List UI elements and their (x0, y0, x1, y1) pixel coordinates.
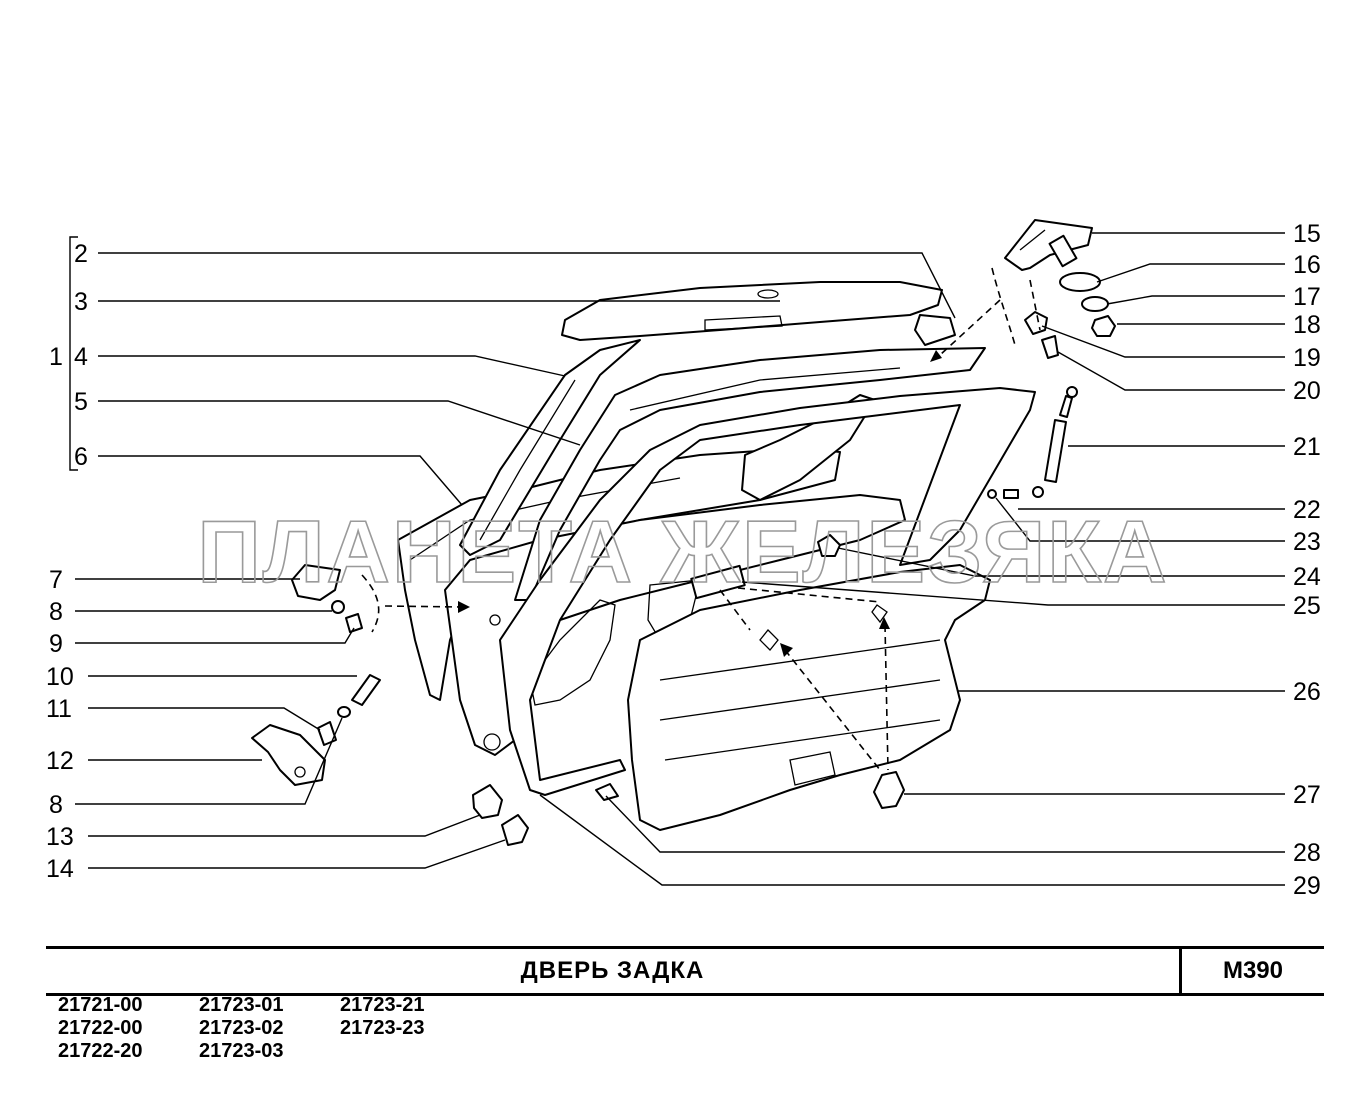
callout-22: 22 (1293, 496, 1321, 524)
callout-15: 15 (1293, 220, 1321, 248)
model-number: 21722-20 (58, 1040, 143, 1062)
callout-10: 10 (46, 663, 74, 691)
callout-17: 17 (1293, 283, 1321, 311)
model-number: 21723-02 (199, 1017, 284, 1039)
frame-left-trim (459, 339, 641, 556)
model-column-3: 21723-21 21723-23 (340, 994, 425, 1040)
callout-8-upper: 8 (49, 598, 63, 626)
spoiler-upper (561, 281, 943, 341)
trim-panel (627, 564, 991, 831)
callout-19: 19 (1293, 344, 1321, 372)
assembly-dashed-lines (361, 267, 1041, 771)
gas-strut (1032, 386, 1078, 498)
callout-25: 25 (1293, 592, 1321, 620)
title-block: ДВЕРЬ ЗАДКА M390 (46, 946, 1324, 996)
callout-2: 2 (74, 240, 88, 268)
hinge-bracket (1004, 219, 1093, 271)
callout-8-lower: 8 (49, 791, 63, 819)
group-bracket (69, 236, 78, 471)
model-number: 21722-00 (58, 1017, 143, 1039)
model-column-1: 21721-00 21722-00 21722-20 (58, 994, 143, 1063)
callout-3: 3 (74, 288, 88, 316)
model-number: 21723-21 (340, 994, 425, 1016)
diagram-code: M390 (1222, 957, 1284, 984)
callout-7: 7 (49, 566, 63, 594)
callout-23: 23 (1293, 528, 1321, 556)
page-title: ДВЕРЬ ЗАДКА (520, 957, 705, 984)
callout-18: 18 (1293, 311, 1321, 339)
callout-28: 28 (1293, 839, 1321, 867)
callout-6: 6 (74, 443, 88, 471)
callout-26: 26 (1293, 678, 1321, 706)
callout-leader-lines (75, 232, 1285, 886)
model-column-2: 21723-01 21723-02 21723-03 (199, 994, 284, 1063)
washers-and-nuts (1024, 272, 1116, 359)
callout-24: 24 (1293, 563, 1321, 591)
model-number: 21721-00 (58, 994, 143, 1016)
callout-20: 20 (1293, 377, 1321, 405)
callout-11: 11 (46, 695, 72, 723)
callout-21: 21 (1293, 433, 1321, 461)
callout-27: 27 (1293, 781, 1321, 809)
callout-29: 29 (1293, 872, 1321, 900)
model-number: 21723-01 (199, 994, 284, 1016)
callout-14: 14 (46, 855, 74, 883)
model-number: 21723-03 (199, 1040, 284, 1062)
callout-16: 16 (1293, 251, 1321, 279)
left-lock-parts (251, 564, 381, 786)
callout-5: 5 (74, 388, 88, 416)
glass-seal (499, 387, 1036, 796)
frame-upper-trim (514, 347, 986, 601)
callout-1: 1 (49, 343, 63, 371)
watermark: ПЛАНЕТА ЖЕЛЕЗЯКА (197, 502, 1168, 601)
callout-4: 4 (74, 343, 88, 371)
callout-12: 12 (46, 747, 74, 775)
title-divider (1179, 949, 1182, 993)
callout-13: 13 (46, 823, 74, 851)
bumpers-and-pin (472, 771, 905, 846)
model-number: 21723-23 (340, 1017, 425, 1039)
callout-9: 9 (49, 630, 63, 658)
right-lift-bracket (741, 314, 956, 501)
